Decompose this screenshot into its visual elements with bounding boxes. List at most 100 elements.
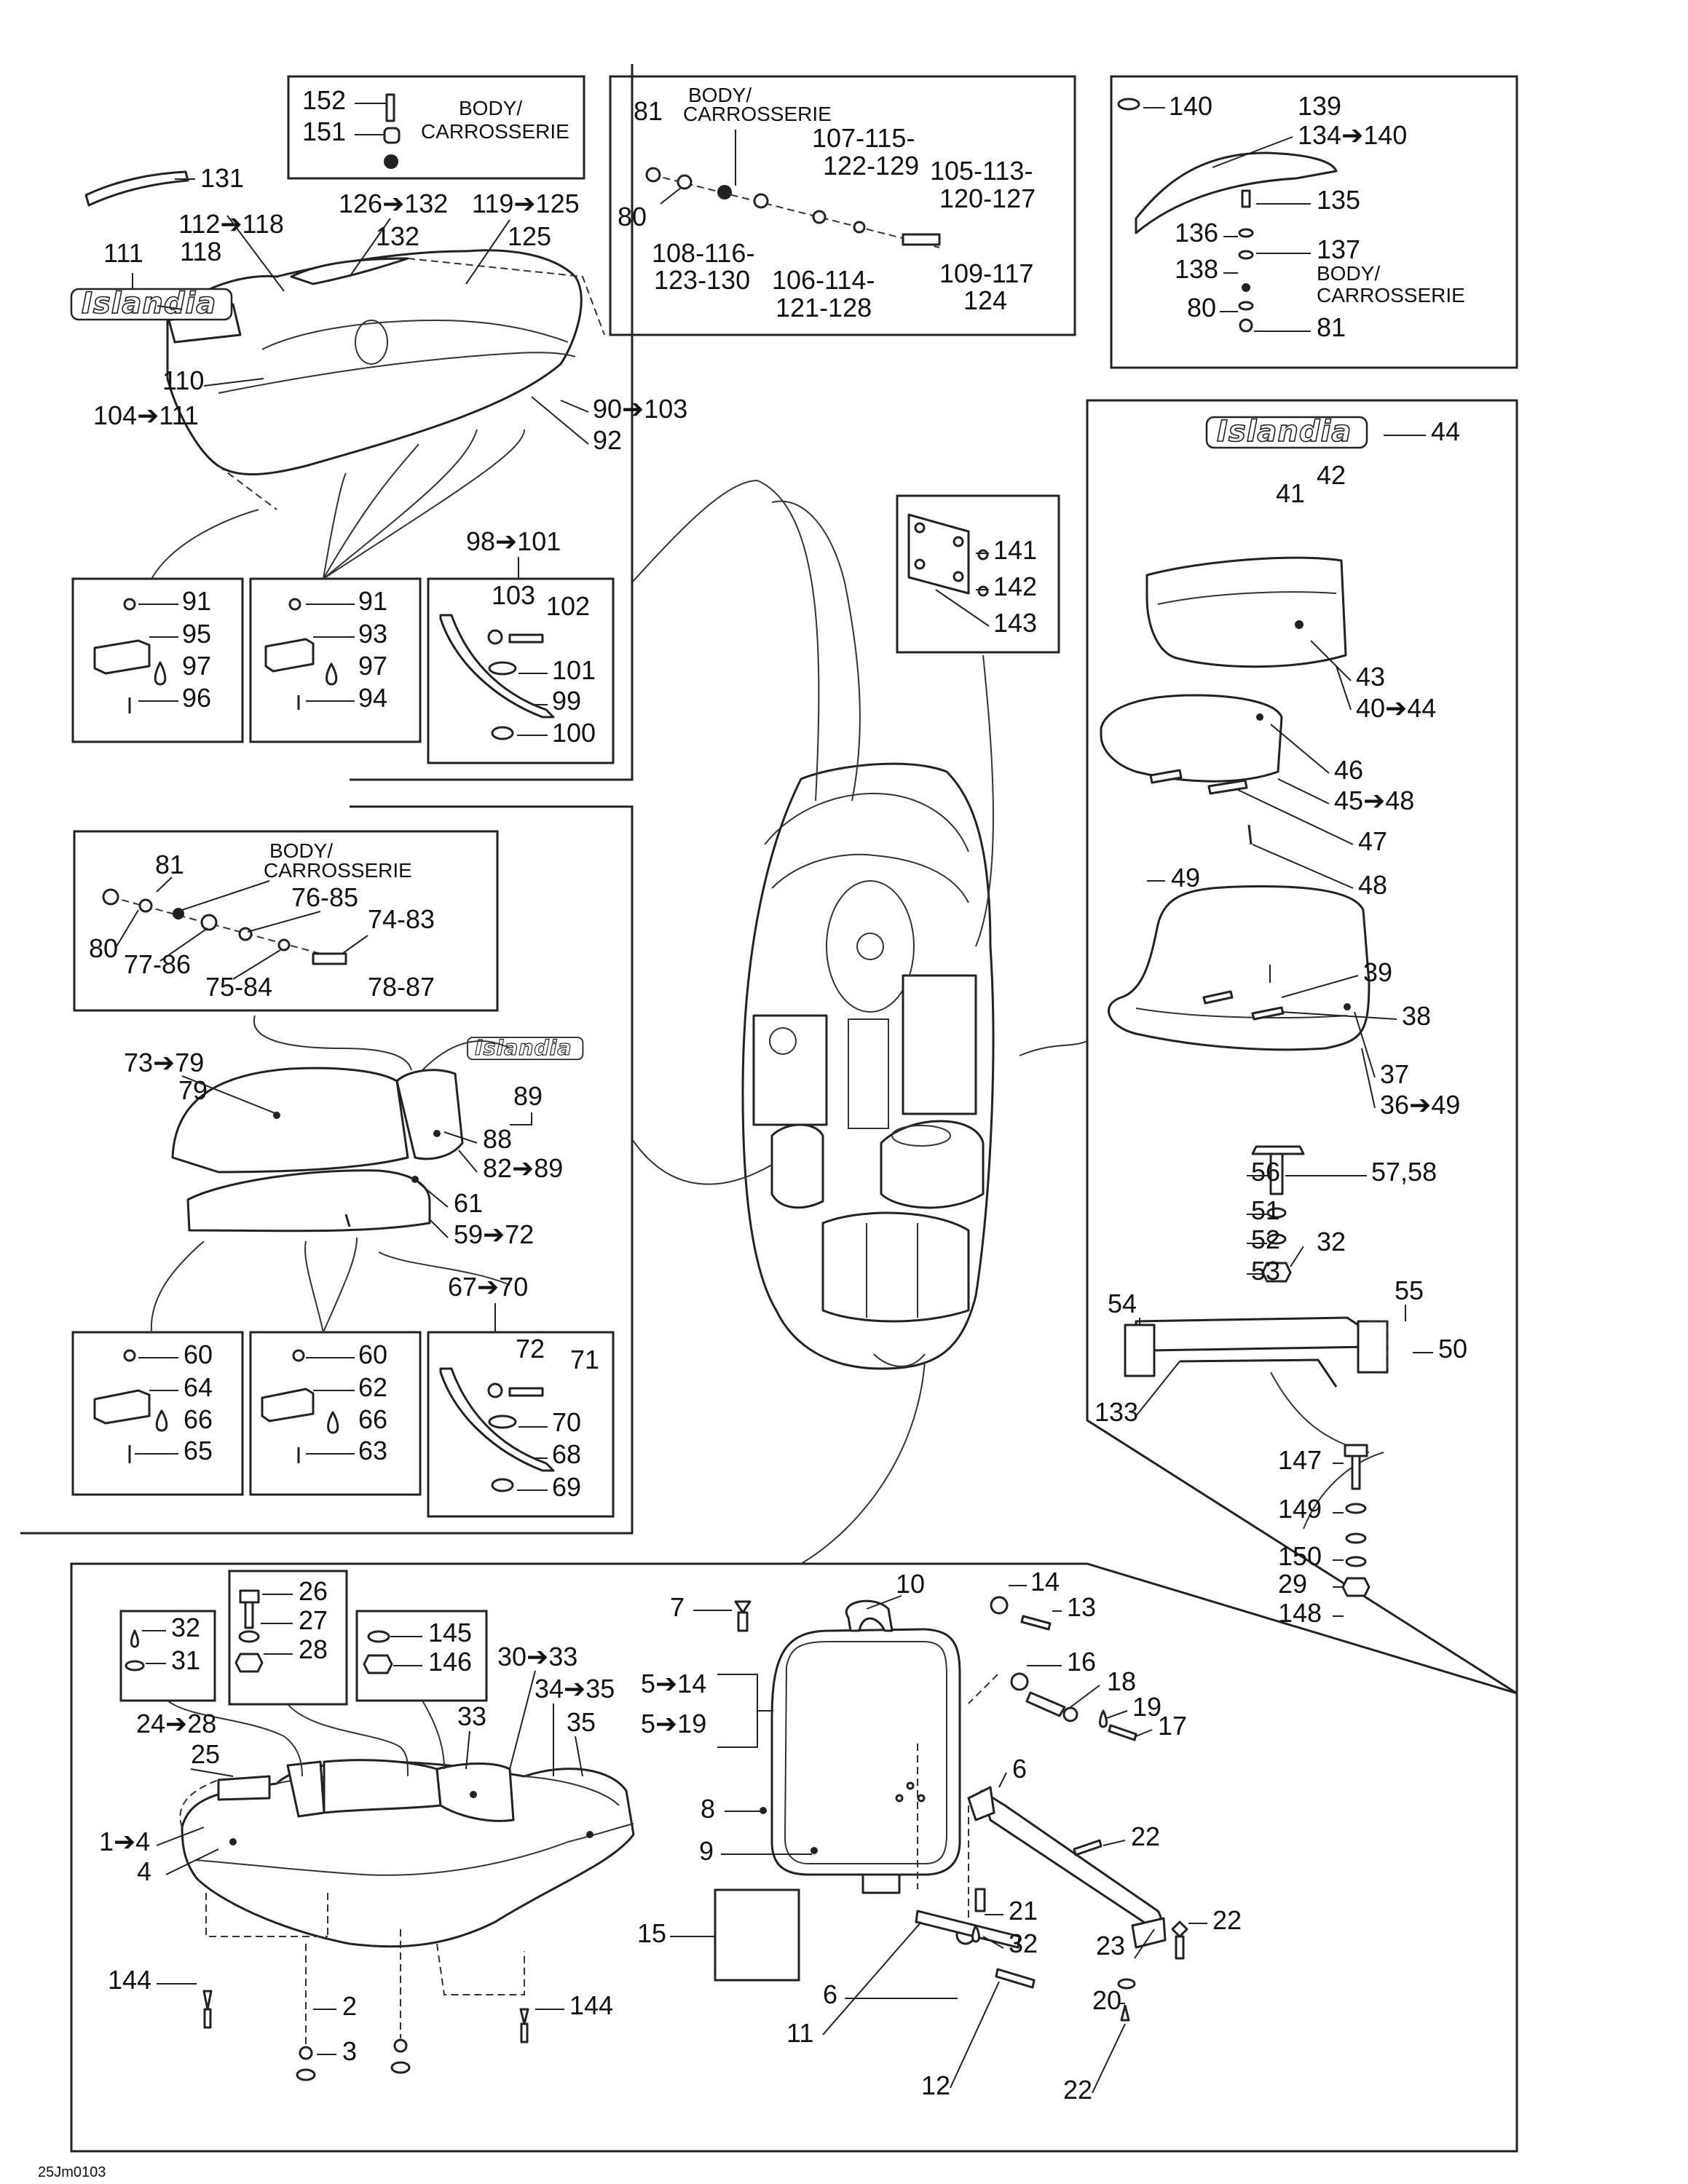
callout-26: 26 (299, 1576, 328, 1606)
callout-22-a: 22 (1131, 1821, 1160, 1851)
callout-11: 11 (786, 2018, 813, 2048)
callout-69: 69 (552, 1472, 581, 1502)
bracket-68 (439, 1367, 555, 1492)
callout-48: 48 (1358, 870, 1387, 900)
callout-144-a: 144 (108, 1965, 151, 1995)
callout-98-101: 98➔101 (466, 526, 561, 556)
callout-97-a: 97 (182, 651, 211, 681)
callout-82-89: 82➔89 (483, 1153, 563, 1183)
callout-137: 137 (1317, 234, 1360, 264)
callout-151: 151 (302, 116, 346, 146)
inset-box-body-fasteners-b (609, 75, 1076, 336)
bench-hardware (202, 1990, 529, 2081)
callout-90-103: 90➔103 (593, 394, 687, 424)
leader-curve-c (323, 443, 419, 579)
leader-curve-i (304, 1241, 324, 1333)
callout-152: 152 (302, 85, 346, 115)
fastener-set-b (645, 130, 941, 248)
callout-29: 29 (1278, 1569, 1307, 1599)
bushing-93 (264, 598, 338, 710)
callout-16: 16 (1067, 1647, 1096, 1677)
callout-labels: 152 151 BODY/ CARROSSERIE 131 126➔132 11… (89, 84, 1467, 2105)
callout-37: 37 (1380, 1059, 1409, 1089)
callout-19: 19 (1132, 1692, 1162, 1722)
callout-carrosserie-1: CARROSSERIE (421, 120, 569, 143)
callout-92: 92 (593, 425, 622, 455)
callout-134-140: 134➔140 (1298, 120, 1407, 150)
inset-box-body-fasteners-a (287, 75, 585, 180)
connector-curve-c (1019, 1040, 1088, 1056)
callout-60-a: 60 (184, 1340, 213, 1369)
callout-54: 54 (1108, 1289, 1137, 1318)
callout-18: 18 (1107, 1666, 1136, 1696)
connector-curve-d (800, 1361, 926, 1564)
leader-curve-e (323, 429, 525, 579)
leader-curve-n (422, 1700, 445, 1770)
islandia-logo-mid: Islandia (467, 1034, 584, 1060)
callout-123-130: 123-130 (654, 265, 750, 295)
callout-103: 103 (492, 580, 535, 610)
callout-14: 14 (1030, 1567, 1060, 1597)
svg-text:Islandia: Islandia (82, 287, 216, 320)
callout-120-127: 120-127 (939, 183, 1036, 213)
leader-curve-l (167, 1700, 303, 1777)
leader-curve-k (378, 1251, 510, 1286)
bench-seat-assembly (179, 1759, 635, 2046)
callout-136: 136 (1175, 218, 1218, 248)
inset-box-headrest (1110, 75, 1518, 369)
callout-39: 39 (1363, 957, 1392, 987)
callout-4: 4 (137, 1856, 151, 1886)
callout-3: 3 (342, 2036, 357, 2066)
callout-50: 50 (1438, 1334, 1467, 1364)
inset-box-bushing-60-64 (71, 1331, 244, 1496)
callout-80-c: 80 (89, 933, 118, 963)
callout-77-86: 77-86 (124, 949, 191, 979)
seat-base-37 (1108, 885, 1370, 1051)
connector-curve-f (771, 500, 861, 802)
callout-81-a: 81 (634, 96, 663, 126)
leader-curve-g (422, 1040, 510, 1071)
callout-20: 20 (1092, 1985, 1121, 2015)
callout-63: 63 (358, 1436, 387, 1465)
callout-95: 95 (182, 619, 211, 649)
callout-141: 141 (993, 535, 1037, 565)
callout-21: 21 (1009, 1896, 1038, 1926)
callout-24-28: 24➔28 (136, 1709, 216, 1738)
panel-frame-mid-left (20, 805, 634, 1535)
inset-box-bracket-68 (427, 1331, 615, 1518)
callout-64: 64 (184, 1372, 213, 1402)
leader-curve-m (287, 1704, 409, 1777)
callout-55: 55 (1395, 1275, 1424, 1305)
bushing-95 (93, 598, 167, 713)
callout-150: 150 (1278, 1541, 1322, 1571)
callout-43: 43 (1356, 662, 1385, 692)
callout-17: 17 (1158, 1711, 1187, 1741)
callout-27: 27 (299, 1605, 328, 1635)
callout-46: 46 (1334, 755, 1363, 785)
callout-100: 100 (552, 718, 596, 748)
callout-15: 15 (637, 1918, 666, 1948)
leader-curve-f (253, 1015, 412, 1071)
leader-curve-j (323, 1237, 358, 1333)
svg-text:Islandia: Islandia (1217, 415, 1352, 448)
callout-80-a: 80 (618, 202, 647, 232)
callout-8: 8 (701, 1794, 715, 1824)
callout-5-19: 5➔19 (641, 1709, 706, 1738)
callout-106-114: 106-114- (772, 265, 875, 295)
panel-frame-bottom (70, 1562, 1518, 2153)
callout-105-113: 105-113- (930, 156, 1033, 186)
arm-hardware (734, 1596, 1188, 2022)
callout-133: 133 (1095, 1397, 1138, 1427)
callout-45-48: 45➔48 (1334, 786, 1414, 815)
callout-88: 88 (483, 1124, 512, 1154)
callout-101: 101 (552, 655, 596, 685)
callout-25: 25 (191, 1739, 220, 1769)
leader-curve-d (323, 429, 478, 579)
callout-118: 118 (180, 237, 221, 266)
callout-112-118: 112➔118 (178, 209, 284, 239)
callout-7: 7 (670, 1592, 685, 1622)
callout-33: 33 (457, 1701, 486, 1731)
connector-curve-a (631, 479, 820, 802)
callout-122-129: 122-129 (823, 151, 919, 181)
callout-leaders (116, 107, 1433, 2094)
